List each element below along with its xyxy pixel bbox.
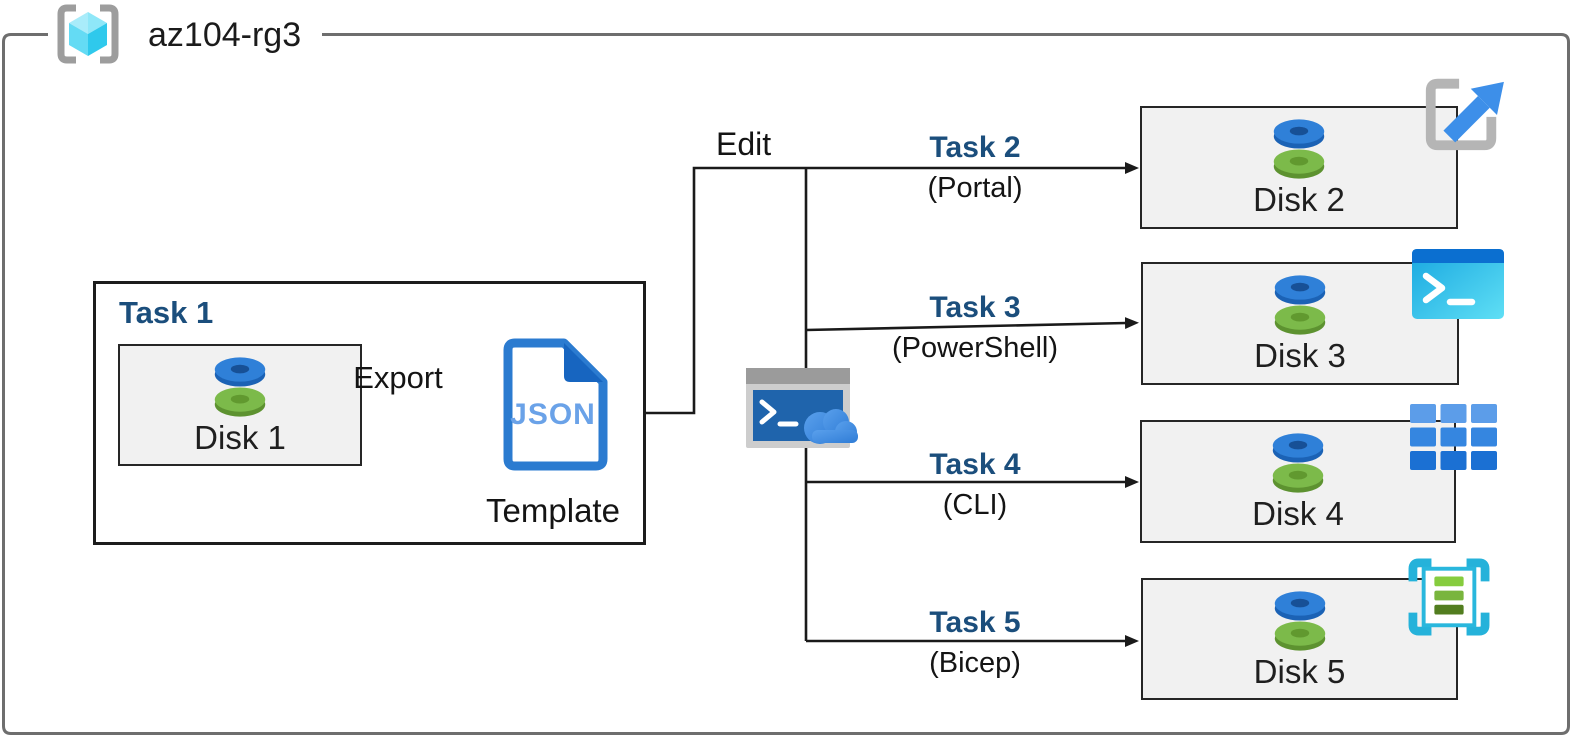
task2-tool: (Portal) xyxy=(927,172,1023,204)
disk3-label: Disk 3 xyxy=(1254,337,1346,375)
export-label: Export xyxy=(353,360,443,395)
cloud-shell-icon xyxy=(746,368,858,448)
disk5-label: Disk 5 xyxy=(1253,652,1346,690)
disk-icon xyxy=(1274,275,1326,335)
disk3-box: Disk 3 xyxy=(1141,262,1459,385)
task1-title: Task 1 xyxy=(119,295,214,330)
resource-group-icon xyxy=(50,2,126,66)
task3-connector xyxy=(805,317,1139,332)
task4-title: Task 4 xyxy=(929,448,1021,481)
task2-title: Task 2 xyxy=(929,131,1021,164)
template-caption: Template xyxy=(486,492,620,529)
disk5-box: Disk 5 xyxy=(1141,578,1458,700)
disk-icon xyxy=(1273,119,1325,179)
disk4-box: Disk 4 xyxy=(1140,420,1456,543)
disk2-box: Disk 2 xyxy=(1140,106,1458,229)
azure-portal-icon xyxy=(1425,78,1504,151)
task3-title: Task 3 xyxy=(929,291,1021,324)
powershell-icon xyxy=(1412,249,1504,319)
bicep-icon xyxy=(1408,558,1490,636)
edit-label: Edit xyxy=(716,126,772,162)
azure-cli-icon xyxy=(1410,404,1497,470)
task5-title: Task 5 xyxy=(929,606,1021,639)
disk-icon xyxy=(1274,591,1325,651)
resource-group-border xyxy=(2,33,1570,735)
resource-group-name: az104-rg3 xyxy=(138,14,312,56)
json-file-icon xyxy=(503,338,608,471)
disk2-label: Disk 2 xyxy=(1253,181,1345,219)
task4-tool: (CLI) xyxy=(942,489,1008,521)
json-doc-text: JSON xyxy=(510,398,596,431)
disk1-box: Disk 1 xyxy=(118,344,362,466)
task5-tool: (Bicep) xyxy=(929,647,1021,679)
disk1-label: Disk 1 xyxy=(194,418,286,456)
disk-icon xyxy=(214,357,266,417)
edit-connector xyxy=(646,162,1139,415)
disk-icon xyxy=(1272,433,1324,493)
task3-tool: (PowerShell) xyxy=(892,332,1058,364)
disk4-label: Disk 4 xyxy=(1252,495,1344,533)
